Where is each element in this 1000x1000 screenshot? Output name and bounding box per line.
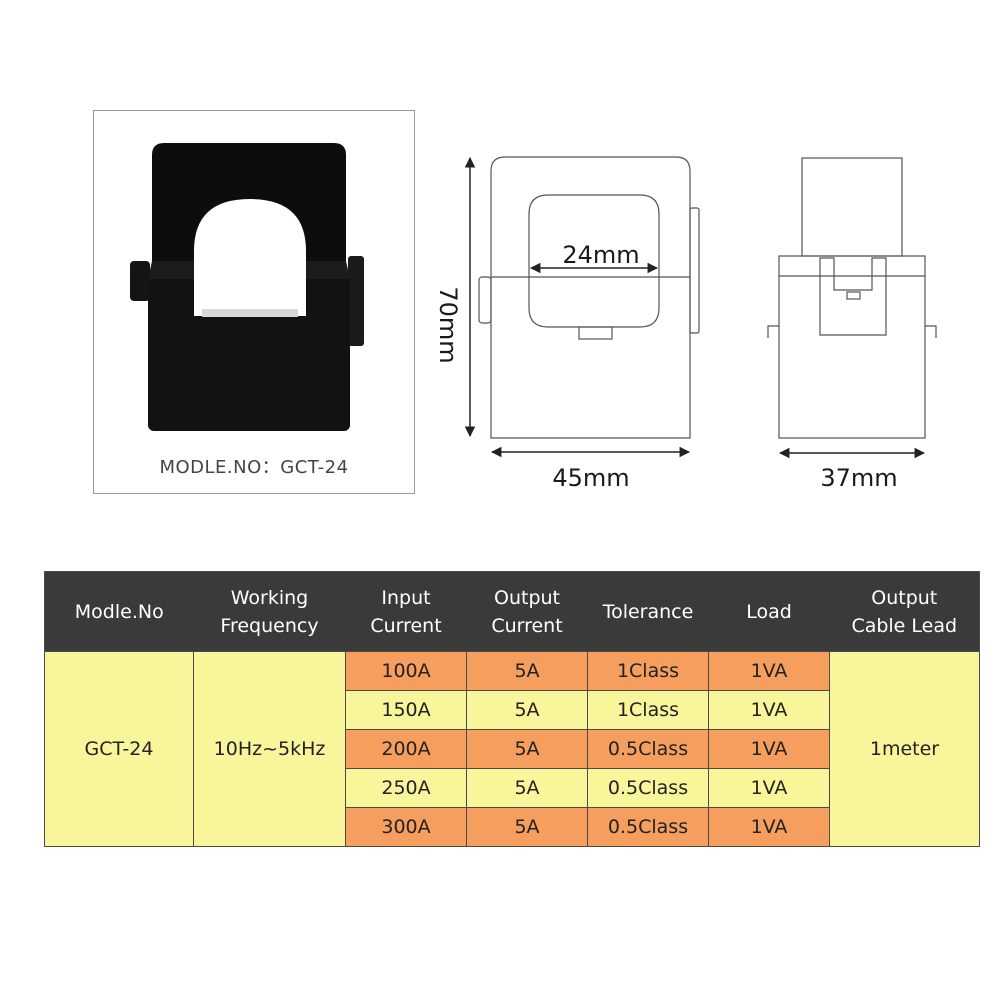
- table-row: 150A 5A 1Class 1VA: [45, 690, 980, 730]
- tolerance-cell: 1Class: [587, 651, 709, 691]
- output-current-cell: 5A: [466, 729, 588, 769]
- header-output-line1: Output: [494, 586, 560, 609]
- load-cell: 1VA: [708, 768, 830, 808]
- header-input-line1: Input: [381, 586, 431, 609]
- model-caption: MODLE.NO：GCT-24: [159, 457, 349, 478]
- table-row: 250A 5A 0.5Class 1VA: [45, 768, 980, 808]
- header-tolerance-line1: Tolerance: [602, 600, 694, 623]
- header-load-line1: Load: [746, 600, 792, 623]
- header-frequency-line1: Working: [230, 586, 309, 609]
- tolerance-cell: 0.5Class: [587, 768, 709, 808]
- output-current-cell: 5A: [466, 690, 588, 730]
- input-current-cell: 100A: [345, 651, 467, 691]
- input-current-cell: 200A: [345, 729, 467, 769]
- load-cell: 1VA: [708, 729, 830, 769]
- table-row: 200A 5A 0.5Class 1VA: [45, 729, 980, 769]
- output-current-cell: 5A: [466, 807, 588, 847]
- side-view-drawing: [767, 157, 937, 439]
- input-current-cell: 250A: [345, 768, 467, 808]
- current-transformer-photo: [130, 143, 364, 431]
- header-cable-line1: Output: [871, 586, 938, 609]
- tolerance-cell: 1Class: [587, 690, 709, 730]
- input-current-cell: 300A: [345, 807, 467, 847]
- header-model: Modle.No: [44, 571, 194, 652]
- header-tolerance: Tolerance: [587, 571, 709, 652]
- front-view-drawing: [478, 156, 700, 439]
- width-label: 45mm: [552, 464, 629, 492]
- model-cell: GCT-24: [44, 651, 194, 847]
- load-cell: 1VA: [708, 690, 830, 730]
- table-row: GCT-24 10Hz~5kHz 100A 5A 1Class 1VA 1met…: [44, 651, 980, 847]
- header-load: Load: [708, 571, 830, 652]
- dimension-drawings: 24mm 70mm 45mm 37mm: [434, 156, 937, 492]
- output-current-cell: 5A: [466, 651, 588, 691]
- inner-diameter-label: 24mm: [562, 241, 639, 269]
- tolerance-cell: 0.5Class: [587, 807, 709, 847]
- product-photo-frame: MODLE.NO：GCT-24: [93, 110, 415, 494]
- depth-label: 37mm: [820, 464, 897, 492]
- header-frequency-line2: Frequency: [220, 614, 319, 637]
- load-cell: 1VA: [708, 651, 830, 691]
- input-current-cell: 150A: [345, 690, 467, 730]
- header-input-line2: Current: [370, 614, 442, 637]
- tolerance-cell: 0.5Class: [587, 729, 709, 769]
- header-cable-line2: Cable Lead: [851, 614, 958, 637]
- table-row: 300A 5A 0.5Class 1VA: [45, 807, 980, 847]
- header-model-line1: Modle.No: [74, 600, 164, 623]
- load-cell: 1VA: [708, 807, 830, 847]
- output-current-cell: 5A: [466, 768, 588, 808]
- height-label: 70mm: [434, 286, 462, 363]
- header-output-line2: Current: [491, 614, 563, 637]
- cable-lead-cell: 1meter: [829, 651, 980, 847]
- frequency-cell: 10Hz~5kHz: [193, 651, 346, 847]
